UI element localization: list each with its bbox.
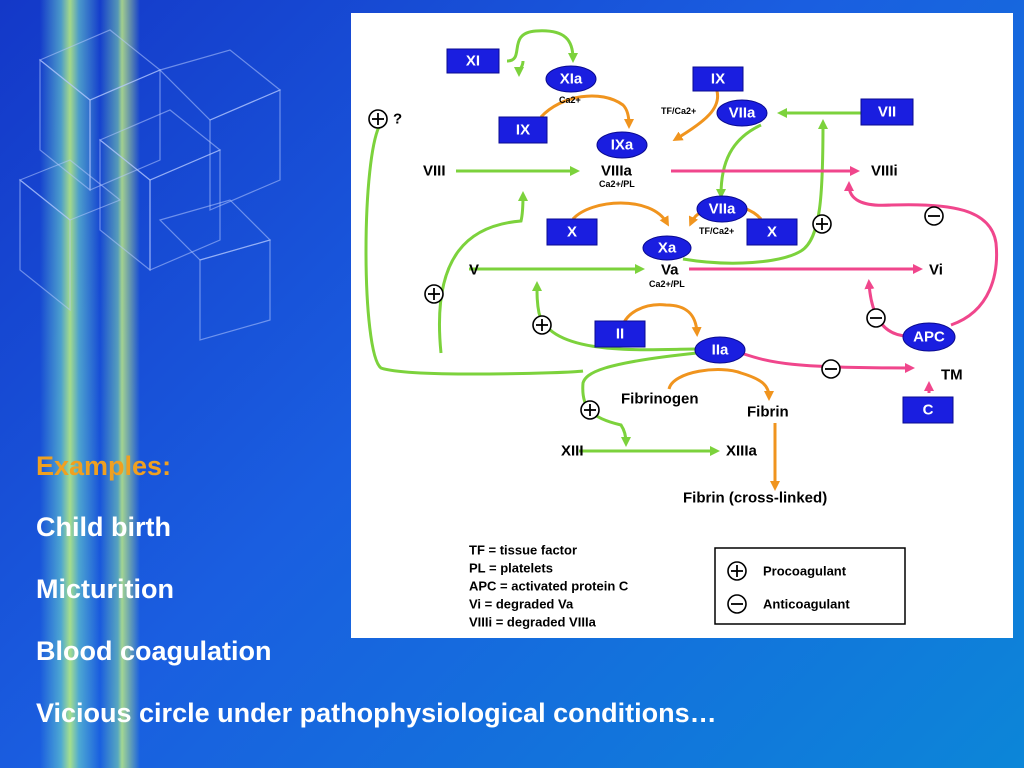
arrow-xi-to-xia xyxy=(506,29,578,63)
node-ixa: IXa xyxy=(596,131,648,159)
label-question: ? xyxy=(393,111,402,128)
label-fibrin: Fibrin xyxy=(747,404,789,421)
example-item: Vicious circle under pathophysiological … xyxy=(36,698,717,728)
abbreviation-list: TF = tissue factor PL = platelets APC = … xyxy=(469,543,629,630)
label-viiia: VIIIa xyxy=(601,163,633,180)
svg-text:APC: APC xyxy=(913,329,945,346)
label-fibrin-crosslinked: Fibrin (cross-linked) xyxy=(683,490,827,507)
node-xia: XIa xyxy=(545,65,597,93)
label-viii: VIII xyxy=(423,163,446,180)
node-x-left: X xyxy=(546,218,598,246)
svg-text:IXa: IXa xyxy=(611,137,634,154)
label-tm: TM xyxy=(941,367,963,384)
examples-heading: Examples: xyxy=(36,451,172,481)
node-vii: VII xyxy=(860,98,914,126)
procoagulant-marker xyxy=(368,109,388,129)
arrow-ix-to-ixa xyxy=(539,94,634,129)
label-va-sub: Ca2+/PL xyxy=(649,279,685,289)
label-xiiia: XIIIa xyxy=(726,443,758,460)
node-viia-mid: VIIa xyxy=(696,195,748,223)
svg-text:IX: IX xyxy=(711,71,725,88)
node-xa: Xa xyxy=(642,235,692,261)
arrow-ix-to-viia xyxy=(672,90,720,142)
label-ca-xia: Ca2+ xyxy=(559,95,581,105)
procoagulant-marker xyxy=(580,400,600,420)
svg-text:XIa: XIa xyxy=(560,71,583,88)
abbrev-item: Vi = degraded Va xyxy=(469,597,574,612)
label-v: V xyxy=(469,262,479,279)
svg-text:XI: XI xyxy=(466,53,480,70)
label-tf-ca-mid: TF/Ca2+ xyxy=(699,226,734,236)
arrow-apc-to-viiii xyxy=(844,181,999,327)
arrow-iia-to-xiii xyxy=(581,351,698,447)
node-ix-top: IX xyxy=(692,66,744,92)
node-apc: APC xyxy=(902,322,956,352)
svg-text:Xa: Xa xyxy=(658,240,677,257)
arrow-xa-to-vii xyxy=(682,119,828,265)
svg-text:IIa: IIa xyxy=(712,342,729,359)
wireframe-cubes-decoration xyxy=(18,29,282,341)
arrow-iia-to-tm xyxy=(740,351,915,373)
arrow-fibrinogen-to-fibrin xyxy=(667,368,774,401)
svg-text:IX: IX xyxy=(516,122,530,139)
svg-text:II: II xyxy=(616,326,624,343)
abbrev-item: PL = platelets xyxy=(469,561,553,576)
arrow-viia-down xyxy=(716,123,762,199)
svg-text:VIIa: VIIa xyxy=(729,105,756,122)
coagulation-diagram-panel: XI XIa IX VIIa VII IX IXa VIIa X X Xa II… xyxy=(351,13,1013,638)
label-va: Va xyxy=(661,262,679,279)
label-viiii: VIIIi xyxy=(871,163,898,180)
coagulation-cascade-diagram: XI XIa IX VIIa VII IX IXa VIIa X X Xa II… xyxy=(364,29,999,630)
abbrev-item: APC = activated protein C xyxy=(469,579,629,594)
anticoagulant-marker xyxy=(821,359,841,379)
svg-text:X: X xyxy=(567,224,577,241)
example-item: Child birth xyxy=(36,512,171,542)
abbrev-item: VIIIi = degraded VIIIa xyxy=(469,615,597,630)
node-ii: II xyxy=(594,320,646,348)
svg-text:C: C xyxy=(923,402,934,419)
procoagulant-marker xyxy=(424,284,444,304)
arrow-x-to-xa xyxy=(571,201,669,227)
label-vi: Vi xyxy=(929,262,943,279)
node-ix-left: IX xyxy=(498,116,548,144)
label-xiii: XIII xyxy=(561,443,584,460)
label-fibrinogen: Fibrinogen xyxy=(621,391,699,408)
abbrev-item: TF = tissue factor xyxy=(469,543,577,558)
arrow-xi-down xyxy=(514,60,525,77)
svg-text:VII: VII xyxy=(878,104,896,121)
legend-procoagulant: Procoagulant xyxy=(763,564,847,579)
procoagulant-marker xyxy=(532,315,552,335)
label-tf-ca-top: TF/Ca2+ xyxy=(661,106,696,116)
light-beam-right xyxy=(100,0,140,768)
node-viia-top: VIIa xyxy=(716,99,768,127)
legend-box: Procoagulant Anticoagulant xyxy=(714,547,906,625)
arrow-ii-to-iia xyxy=(619,303,702,337)
anticoagulant-marker xyxy=(866,308,886,328)
legend-anticoagulant: Anticoagulant xyxy=(763,597,850,612)
node-c: C xyxy=(902,396,954,424)
svg-text:VIIa: VIIa xyxy=(709,201,736,218)
example-item: Micturition xyxy=(36,574,174,604)
node-iia: IIa xyxy=(694,336,746,364)
anticoagulant-marker xyxy=(924,206,944,226)
node-xi: XI xyxy=(446,48,500,74)
svg-text:X: X xyxy=(767,224,777,241)
example-item: Blood coagulation xyxy=(36,636,272,666)
label-viiia-sub: Ca2+/PL xyxy=(599,179,635,189)
arrow-iia-to-viiia xyxy=(438,191,528,354)
procoagulant-marker xyxy=(812,214,832,234)
node-x-right: X xyxy=(746,218,798,246)
arrow-left-loop xyxy=(364,122,584,376)
